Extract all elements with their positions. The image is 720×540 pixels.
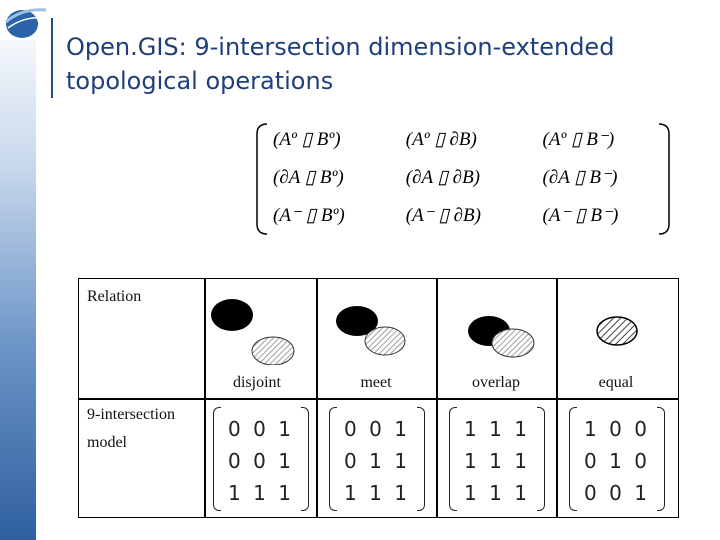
relation-label-meet: meet [360,374,392,391]
matrix-row: 1 1 1 [464,449,530,473]
slide-title: Open.GIS: 9-intersection dimension-exten… [66,30,706,98]
matrix-row: 0 0 1 [344,417,410,441]
formula-cell: (A⁻ ▯ B⁻) [542,205,619,226]
formula-cell: (Aº ▯ B⁻) [542,129,615,150]
slide-title-line1: Open.GIS: 9-intersection dimension-exten… [66,33,615,61]
overlap-illustration [468,316,535,358]
formula-cell: (∂A ▯ B⁻) [542,167,618,188]
matrix-disjoint: 0 0 1 0 0 1 1 1 1 [211,407,311,511]
matrix-row: 0 0 1 [228,449,294,473]
row-header-model-line2: model [87,434,127,451]
matrix-row: 1 1 1 [228,481,294,505]
matrix-row: 0 0 1 [228,417,294,441]
side-decoration-bar [0,40,36,540]
equal-illustration [596,316,638,346]
nine-intersection-formula: (Aº ▯ Bº) (Aº ▯ ∂B) (Aº ▯ B⁻) (∂A ▯ Bº) … [255,120,671,238]
formula-row-3: (A⁻ ▯ Bº) (A⁻ ▯ ∂B) (A⁻ ▯ B⁻) [273,204,653,234]
matrix-row: 1 1 1 [344,481,410,505]
matrix-row: 0 0 1 [584,481,650,505]
row-header-relation: Relation [87,288,142,305]
relation-table: Relation 9-intersection model disjoint 0… [78,278,679,518]
relation-label-equal: equal [598,374,634,391]
matrix-row: 1 1 1 [464,481,530,505]
formula-row-1: (Aº ▯ Bº) (Aº ▯ ∂B) (Aº ▯ B⁻) [273,128,653,158]
formula-cell: (A⁻ ▯ ∂B) [405,205,481,226]
table-divider [79,398,678,400]
meet-illustration [336,306,406,356]
formula-cell: (∂A ▯ ∂B) [405,167,481,188]
inpe-logo [5,8,47,38]
formula-brackets [256,123,670,235]
matrix-row: 0 1 0 [584,449,650,473]
disjoint-illustration [211,299,295,365]
formula-cell: (Aº ▯ ∂B) [405,129,477,150]
relation-label-disjoint: disjoint [232,374,281,391]
matrix-row: 1 0 0 [584,417,650,441]
matrix-row: 1 1 1 [464,417,530,441]
relation-label-overlap: overlap [472,374,520,391]
formula-cell: (A⁻ ▯ Bº) [273,205,345,226]
title-rule [51,18,53,98]
slide-title-line2: topological operations [66,67,334,95]
matrix-equal: 1 0 0 0 1 0 0 0 1 [567,407,667,511]
formula-cell: (∂A ▯ Bº) [273,167,344,188]
formula-cell: (Aº ▯ Bº) [273,129,341,150]
matrix-overlap: 1 1 1 1 1 1 1 1 1 [447,407,547,511]
row-header-model-line1: 9-intersection [87,406,175,423]
formula-row-2: (∂A ▯ Bº) (∂A ▯ ∂B) (∂A ▯ B⁻) [273,166,653,196]
matrix-row: 0 1 1 [344,449,410,473]
matrix-meet: 0 0 1 0 1 1 1 1 1 [327,407,427,511]
